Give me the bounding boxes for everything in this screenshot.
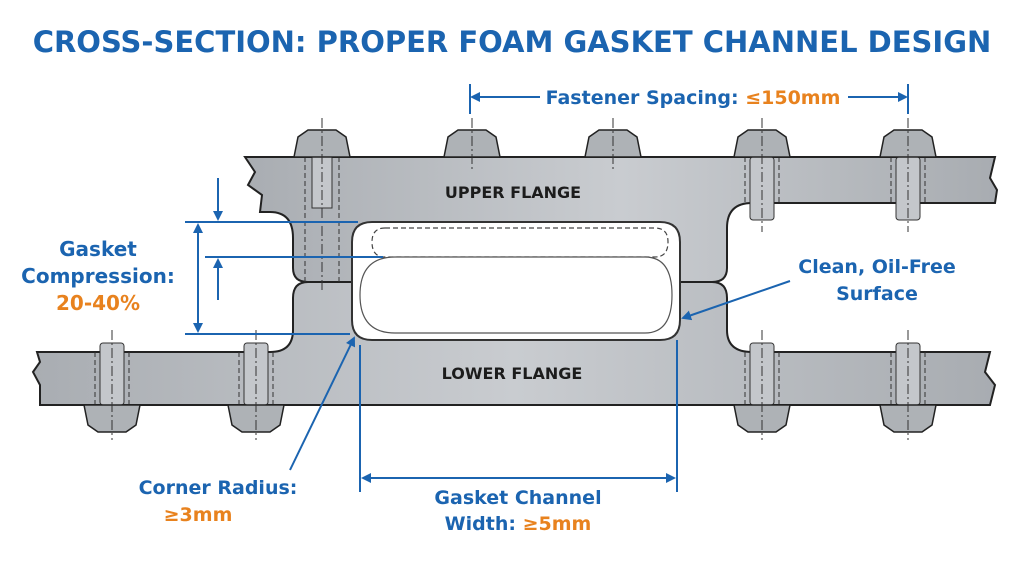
bolt bbox=[83, 330, 141, 440]
bolt bbox=[879, 330, 937, 440]
corner-radius-label: Corner Radius: bbox=[139, 477, 298, 499]
gasket-compression-dimension bbox=[185, 178, 383, 335]
bolt bbox=[879, 118, 937, 232]
bolt bbox=[293, 118, 351, 290]
channel-width-label-line2: Width: bbox=[445, 513, 523, 535]
bolt bbox=[227, 330, 285, 440]
gasket-compression-value: 20-40% bbox=[56, 291, 140, 315]
corner-radius-value: ≥3mm bbox=[164, 504, 233, 526]
upper-bolts bbox=[293, 118, 937, 290]
clean-surface-label-line1: Clean, Oil-Free bbox=[798, 256, 956, 278]
gasket-compression-label-line1: Gasket bbox=[59, 237, 137, 261]
clean-surface-arrow bbox=[681, 280, 791, 321]
bolt bbox=[443, 118, 501, 172]
bolt bbox=[733, 118, 791, 232]
clean-surface-label-line2: Surface bbox=[836, 283, 918, 305]
channel-width-label-line1: Gasket Channel bbox=[434, 487, 601, 509]
upper-flange-label: UPPER FLANGE bbox=[445, 183, 581, 202]
compressed-foam-gasket bbox=[359, 256, 673, 334]
channel-width-value: ≥5mm bbox=[523, 513, 592, 535]
channel-width-dimension bbox=[359, 340, 678, 492]
fastener-spacing-dimension: Fastener Spacing: ≤150mm bbox=[469, 84, 909, 114]
gasket-compression-label-line2: Compression: bbox=[21, 264, 175, 288]
fastener-spacing-value: ≤150mm bbox=[745, 87, 840, 109]
lower-flange-label: LOWER FLANGE bbox=[442, 364, 583, 383]
bolt bbox=[584, 118, 642, 172]
bolt bbox=[733, 330, 791, 440]
diagram-title: CROSS-SECTION: PROPER FOAM GASKET CHANNE… bbox=[33, 25, 992, 59]
fastener-spacing-label: Fastener Spacing: bbox=[546, 87, 746, 109]
svg-text:Width: ≥5mm: Width: ≥5mm bbox=[445, 513, 592, 535]
lower-bolts bbox=[83, 330, 937, 440]
corner-radius-arrow bbox=[289, 336, 356, 471]
uncompressed-gasket-outline bbox=[371, 227, 669, 258]
svg-text:Fastener Spacing: ≤150mm: Fastener Spacing: ≤150mm bbox=[546, 87, 841, 109]
